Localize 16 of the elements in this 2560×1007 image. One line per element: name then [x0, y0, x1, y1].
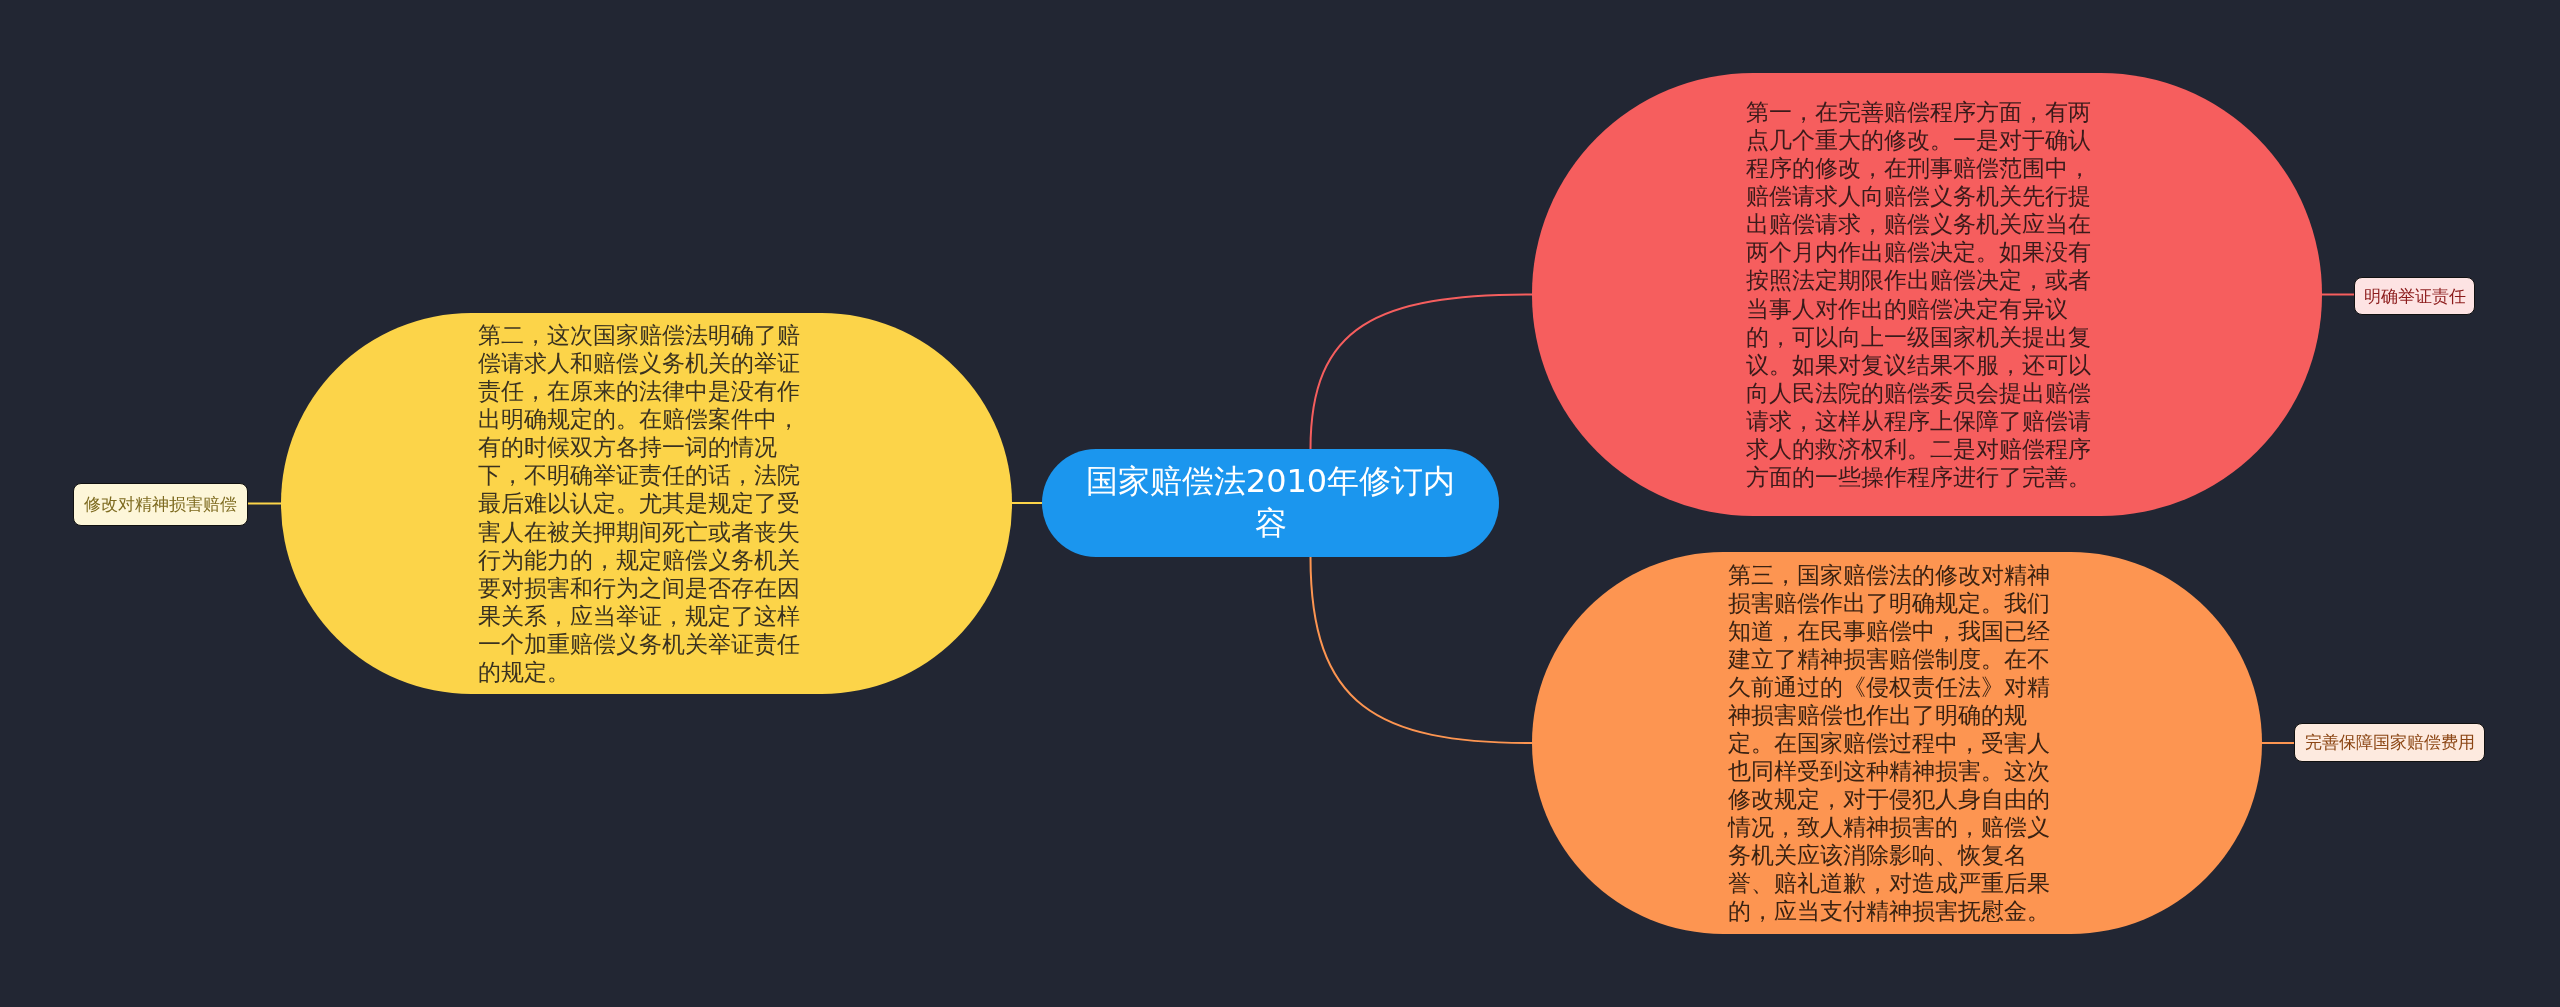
tag-box	[73, 483, 248, 526]
tag-text: 完善保障国家赔偿费用	[2303, 732, 2476, 753]
connector-line	[2261, 742, 2295, 744]
content-text: 第三，国家赔偿法的修改对精神损害赔偿作出了明确规定。我们知道，在民事赔偿中，我国已经建立了精神损害赔偿制度。在不久前通过的《侵权责任法》对精神损害赔偿也作出了明确的规定。在国家赔偿过程中，受害人也同样受到这种精神损害。这次修改规定，对于侵犯人身自由的情况，致人精神损害的，赔偿义务机关应该消除影响、恢复名誉、赔礼道歉，对造成严重后果的，应当支付精神损害抚慰金。	[1728, 560, 2051, 926]
tag-box	[2354, 277, 2475, 315]
content-text: 第一，在完善赔偿程序方面，有两点几个重大的修改。一是对于确认程序的修改，在刑事赔偿范围中，赔偿请求人向赔偿义务机关先行提出赔偿请求，赔偿义务机关应当在两个月内作出赔偿决定。如果没有按照法定期限作出赔偿决定，或者当事人对作出的赔偿决定有异议的，可以向上一级国家机关提出复议。如果对复议结果不服，还可以向人民法院的赔偿委员会提出赔偿请求，这样从程序上保障了赔偿请求人的救济权利。二是对赔偿程序方面的一些操作程序进行了完善。	[1746, 98, 2092, 491]
tag-box	[2294, 723, 2485, 762]
content-text: 第二，这次国家赔偿法明确了赔偿请求人和赔偿义务机关的举证责任，在原来的法律中是没有作出明确规定的。在赔偿案件中，有的时候双方各持一词的情况下，不明确举证责任的话，法院最后难以认定。尤其是规定了受害人在被关押期间死亡或者丧失行为能力的，规定赔偿义务机关要对损害和行为之间是否存在因果关系，应当举证，规定了这样一个加重赔偿义务机关举证责任的规定。	[477, 321, 801, 686]
connector-line	[2321, 293, 2355, 296]
connector-line	[247, 502, 282, 505]
connector-line	[1309, 293, 1533, 450]
connector-line	[1309, 556, 1533, 744]
tag-text: 明确举证责任	[2362, 285, 2467, 307]
tag-text: 修改对精神损害赔偿	[83, 494, 238, 515]
topic-text: 国家赔偿法2010年修订内容	[1084, 461, 1457, 544]
connector-line	[1011, 502, 1043, 504]
